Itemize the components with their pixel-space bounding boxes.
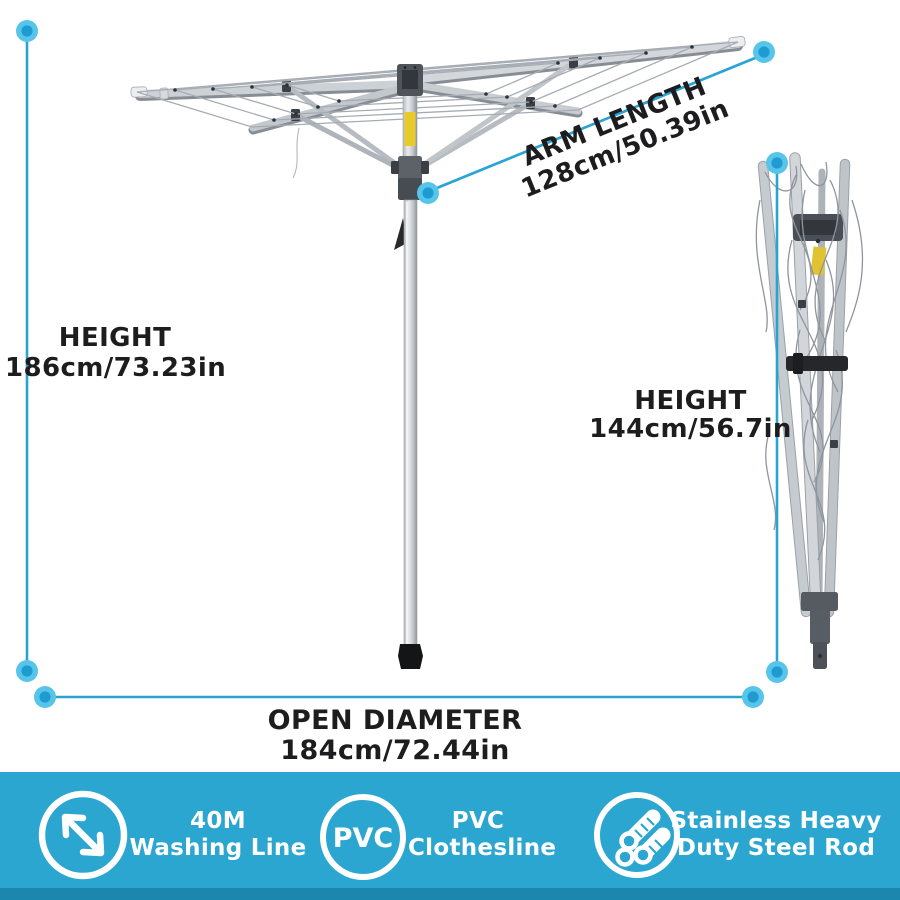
measure-dot — [16, 20, 38, 42]
folded-height-title: HEIGHT — [634, 386, 747, 416]
pole-label-sticker — [404, 112, 416, 146]
feature-1-text: 40M Washing Line — [120, 808, 316, 862]
folded-airer — [755, 152, 864, 669]
measure-dot — [16, 660, 38, 682]
measure-dot — [753, 41, 775, 63]
centre-pole — [391, 64, 429, 669]
feature-2-line2: Clothesline — [408, 835, 557, 861]
measure-dot — [766, 152, 788, 174]
measurement-dots — [16, 20, 788, 708]
open-height-label: HEIGHT 186cm/73.23in — [5, 323, 227, 383]
feature-3-line2: Duty Steel Rod — [676, 835, 876, 861]
measure-dot — [34, 686, 56, 708]
steel-rods-icon — [594, 792, 680, 878]
feature-3-line1: Stainless Heavy — [670, 808, 882, 834]
line-clips — [173, 45, 694, 122]
open-diameter-label: OPEN DIAMETER 184cm/72.44in — [245, 706, 545, 766]
folded-height-value: 144cm/56.7in — [589, 414, 792, 444]
open-diameter-value: 184cm/72.44in — [280, 735, 510, 766]
measure-dot — [742, 686, 764, 708]
folded-height-label: HEIGHT 144cm/56.7in — [583, 387, 798, 443]
diagonal-expand-arrow-icon — [38, 790, 128, 880]
feature-2-text: PVC Clothesline — [408, 808, 557, 862]
open-height-title: HEIGHT — [58, 323, 172, 353]
arm-length-line — [431, 54, 761, 192]
feature-1-line1: 40M — [190, 808, 246, 834]
ground-spike — [398, 644, 423, 669]
pvc-badge-text: PVC — [333, 823, 394, 854]
open-diameter-title: OPEN DIAMETER — [267, 705, 523, 736]
feature-3-text: Stainless Heavy Duty Steel Rod — [668, 808, 884, 862]
feature-1-line2: Washing Line — [129, 835, 307, 861]
feature-2-line1: PVC — [451, 808, 505, 834]
measure-dot — [417, 182, 439, 204]
measure-dot — [766, 661, 788, 683]
open-rotary-airer — [130, 36, 746, 669]
folded-base-hub — [801, 592, 838, 611]
banner-bottom-strip — [0, 888, 900, 900]
feature-banner: 40M Washing Line PVC PVC Clothesline — [0, 772, 900, 900]
measurement-lines — [25, 34, 779, 699]
open-height-value: 186cm/73.23in — [5, 353, 227, 383]
pvc-badge-icon: PVC — [320, 794, 406, 880]
